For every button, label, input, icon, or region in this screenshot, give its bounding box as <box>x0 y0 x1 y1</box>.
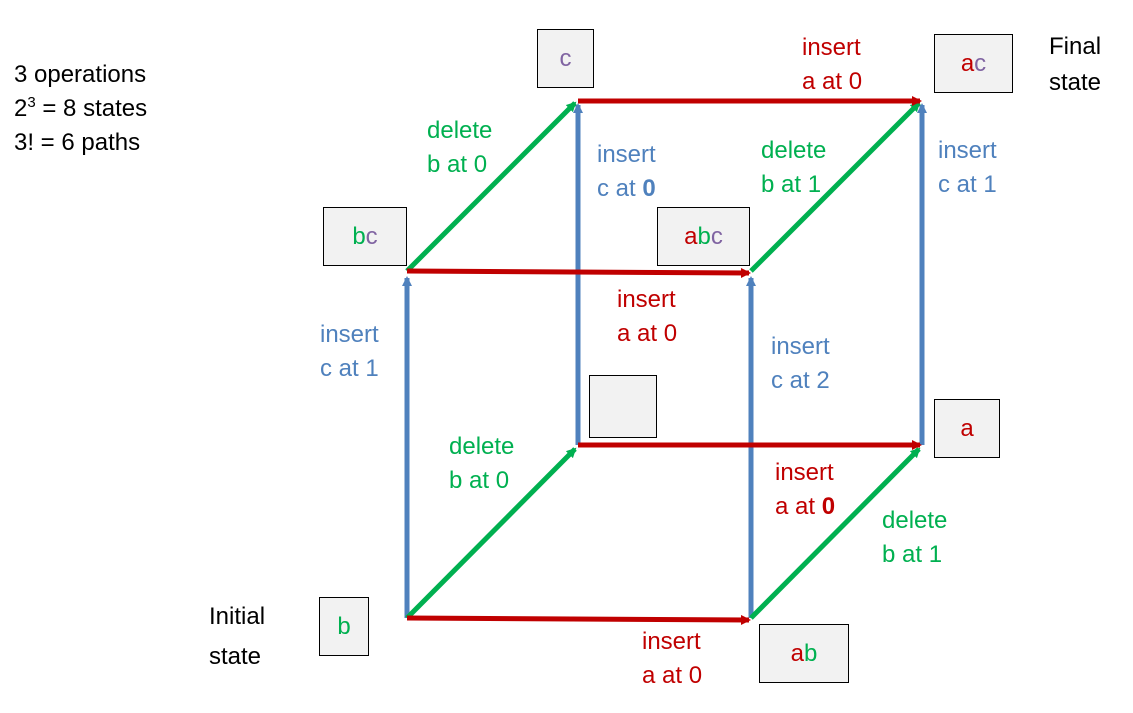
label-edge-bc-to-c: delete b at 0 <box>427 117 493 178</box>
label-edge-b-to-empty: delete b at 0 <box>449 433 515 494</box>
edge-abc-to-ac <box>749 101 921 273</box>
initial-state-label-line2: state <box>209 643 262 670</box>
edge-b-to-empty <box>405 447 577 620</box>
label-edge-a-to-ac: insert c at 1 <box>938 137 997 198</box>
state-char-b: b <box>337 612 351 640</box>
edge-bc-to-abc <box>406 267 751 278</box>
info-states: 23 = 8 states <box>14 94 148 122</box>
state-char-a: a <box>960 414 974 442</box>
label-edge-abc-to-ac: delete b at 1 <box>761 137 827 198</box>
state-char-c: c <box>559 44 572 72</box>
label-edge-ab-to-abc: insert c at 2 <box>771 333 830 394</box>
edge-b-to-ab <box>406 614 751 625</box>
state-box-b: b <box>319 597 369 656</box>
state-char-c: c <box>365 222 378 250</box>
state-box-c: c <box>537 29 594 88</box>
label-edge-bc-to-abc: insert a at 0 <box>617 286 678 347</box>
state-char-b: b <box>697 222 711 250</box>
state-char-a: a <box>684 222 698 250</box>
state-char-b: b <box>352 222 366 250</box>
label-edge-b-to-bc: insert c at 1 <box>320 321 379 382</box>
label-edge-empty-to-a: insert a at 0 <box>775 459 836 520</box>
edge-ab-to-a <box>749 447 921 620</box>
info-operations: 3 operations <box>14 61 147 88</box>
edge-bc-to-c <box>405 101 577 273</box>
state-char-a: a <box>790 639 804 667</box>
final-state-label-line1: Final <box>1049 33 1102 60</box>
state-char-c: c <box>974 49 987 77</box>
state-char-c: c <box>710 222 723 250</box>
label-edge-b-to-ab: insert a at 0 <box>642 628 703 689</box>
state-char-b: b <box>804 639 818 667</box>
info-paths: 3! = 6 paths <box>14 129 141 156</box>
initial-state-label-line1: Initial <box>209 603 266 630</box>
label-edge-c-to-ac: insert a at 0 <box>802 34 863 95</box>
final-state-label-line2: state <box>1049 69 1102 96</box>
state-box-empty <box>589 375 657 438</box>
state-char-a: a <box>960 49 975 77</box>
label-edge-empty-to-c: insert c at 0 <box>597 141 656 202</box>
label-edge-ab-to-a: delete b at 1 <box>882 507 948 568</box>
state-box-a: a <box>934 399 1000 458</box>
